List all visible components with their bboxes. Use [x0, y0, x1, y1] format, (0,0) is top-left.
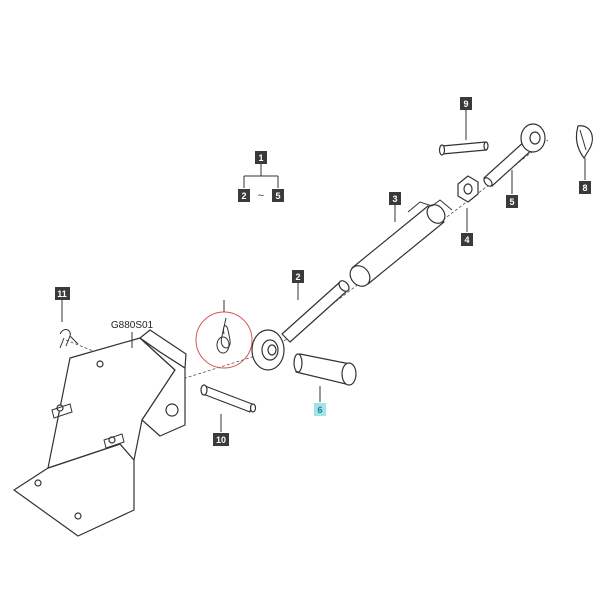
- callout-6[interactable]: 6: [314, 403, 326, 416]
- spring-clip-part-11: [59, 329, 79, 349]
- svg-text:2: 2: [241, 191, 246, 201]
- callout-4[interactable]: 4: [461, 233, 473, 246]
- detail-circle: [195, 311, 253, 369]
- svg-text:4: 4: [464, 235, 469, 245]
- mounting-bracket: [13, 329, 187, 537]
- svg-text:8: 8: [582, 183, 587, 193]
- callout-5[interactable]: 5: [506, 195, 518, 208]
- callout-11[interactable]: 11: [55, 287, 70, 300]
- model-code-label: G880S01: [111, 320, 154, 331]
- svg-text:5: 5: [275, 191, 280, 201]
- callout-8[interactable]: 8: [579, 181, 591, 194]
- hairpin-clip: [216, 317, 231, 354]
- threaded-rod-part-5: [483, 123, 546, 187]
- svg-text:9: 9: [463, 99, 468, 109]
- pin-part-6: [293, 353, 357, 386]
- callout-10[interactable]: 10: [213, 433, 229, 446]
- hex-nut-part-4: [457, 175, 479, 203]
- svg-text:~: ~: [258, 190, 264, 202]
- svg-text:10: 10: [216, 435, 226, 445]
- lynch-pin-part-8: [575, 125, 593, 159]
- clevis-pin-part-10: [200, 384, 257, 413]
- svg-text:1: 1: [258, 153, 263, 163]
- callout-1[interactable]: 1: [255, 151, 267, 164]
- short-pin-part-9: [438, 141, 489, 156]
- callout-9[interactable]: 9: [460, 97, 472, 110]
- callout-3[interactable]: 3: [389, 192, 401, 205]
- tube-sleeve-part-3: [349, 199, 453, 287]
- svg-text:11: 11: [57, 289, 67, 299]
- svg-text:3: 3: [392, 194, 397, 204]
- svg-text:5: 5: [509, 197, 514, 207]
- callout-range-2-5: 2 ~ 5: [238, 189, 284, 202]
- svg-text:6: 6: [317, 405, 322, 415]
- rod-end-part-2: [251, 280, 350, 371]
- callout-2[interactable]: 2: [292, 270, 304, 283]
- svg-text:2: 2: [295, 272, 300, 282]
